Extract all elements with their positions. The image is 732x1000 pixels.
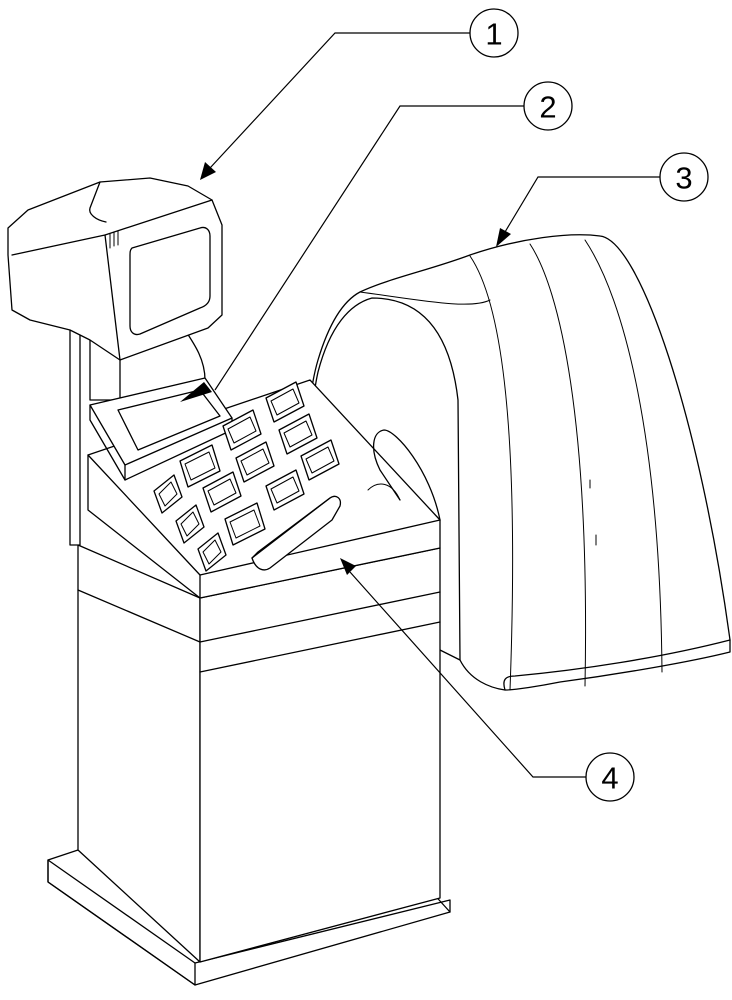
- callout-2: 2: [180, 81, 573, 402]
- callout-3: 3: [496, 152, 709, 247]
- callout-1-label: 1: [485, 17, 502, 52]
- callout-4-bubble: [585, 752, 635, 802]
- callout-2-label: 2: [539, 90, 556, 125]
- callout-1-bubble: [469, 8, 519, 58]
- callouts: 1 2 3 4: [180, 8, 709, 802]
- keypad-key-inset: [270, 388, 300, 416]
- callout-4-label: 4: [601, 761, 618, 796]
- callout-2-bubble: [523, 81, 573, 131]
- keypad-key: [197, 532, 227, 572]
- keypad-tray: [251, 495, 342, 571]
- callout-4: 4: [340, 558, 635, 802]
- keypad-key-inset: [207, 478, 237, 506]
- display-monitor: [7, 177, 223, 361]
- monitor-pole: [69, 329, 206, 546]
- keypad-key-inset: [202, 539, 222, 565]
- keypad-key-inset: [305, 446, 335, 474]
- keypad-key-inset: [227, 416, 257, 444]
- keypad-key-inset: [283, 420, 313, 448]
- keypad: [153, 381, 340, 572]
- keypad-key-inset: [229, 509, 261, 539]
- cabinet: [47, 379, 451, 986]
- callout-1: 1: [200, 8, 519, 180]
- keypad-key: [153, 474, 183, 514]
- keypad-key-inset: [240, 448, 270, 476]
- keypad-key-inset: [184, 451, 216, 481]
- callout-3-label: 3: [675, 161, 692, 196]
- keypad-key-inset: [158, 481, 178, 507]
- keypad-key: [175, 504, 205, 544]
- keypad-key-inset: [270, 476, 300, 504]
- callout-3-bubble: [659, 152, 709, 202]
- keypad-key-inset: [180, 511, 200, 537]
